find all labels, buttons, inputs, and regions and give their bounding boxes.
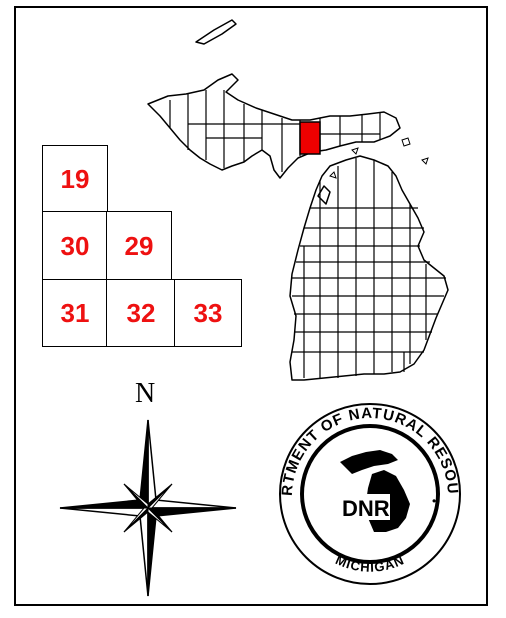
section-label: 31: [60, 297, 90, 328]
svg-text:•: •: [300, 494, 304, 508]
section-label: 32: [126, 297, 156, 328]
section-cell-30: 30: [42, 211, 108, 281]
isle-royale: [195, 19, 237, 45]
section-cell-33: 33: [174, 279, 242, 347]
section-label: 30: [60, 230, 90, 261]
section-cell-19: 19: [42, 145, 108, 213]
seal-center-text: DNR: [342, 496, 390, 521]
section-cell-31: 31: [42, 279, 108, 347]
section-cell-32: 32: [106, 279, 176, 347]
section-label: 33: [193, 297, 223, 328]
upper-peninsula: [147, 73, 401, 179]
section-label: 19: [60, 163, 90, 194]
svg-text:•: •: [432, 494, 436, 508]
section-label: 29: [124, 230, 154, 261]
north-label: N: [135, 378, 156, 409]
seal-ring-bottom: MICHIGAN: [333, 552, 407, 575]
selected-county: [299, 121, 321, 155]
lower-peninsula: [289, 155, 449, 381]
compass-rose-icon: [59, 419, 237, 597]
leelanau-peninsula: [317, 185, 331, 205]
